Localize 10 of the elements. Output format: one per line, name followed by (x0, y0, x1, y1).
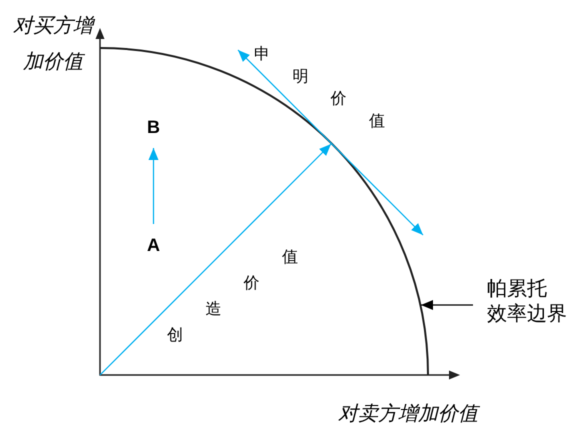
leader-arrow (421, 300, 473, 310)
arrow-label: 创造价值 (167, 247, 298, 344)
frontier-curve (99, 47, 430, 376)
point-label: B (147, 117, 160, 137)
arrow (148, 148, 158, 224)
axis-label: 对买方增加价值 (10, 7, 96, 79)
arrow-label: 申明价值 (254, 44, 385, 130)
point-label: A (147, 235, 160, 255)
frontier-label: 帕累托效率边界 (487, 276, 571, 326)
axis-label: 对卖方增加价值 (338, 400, 478, 426)
